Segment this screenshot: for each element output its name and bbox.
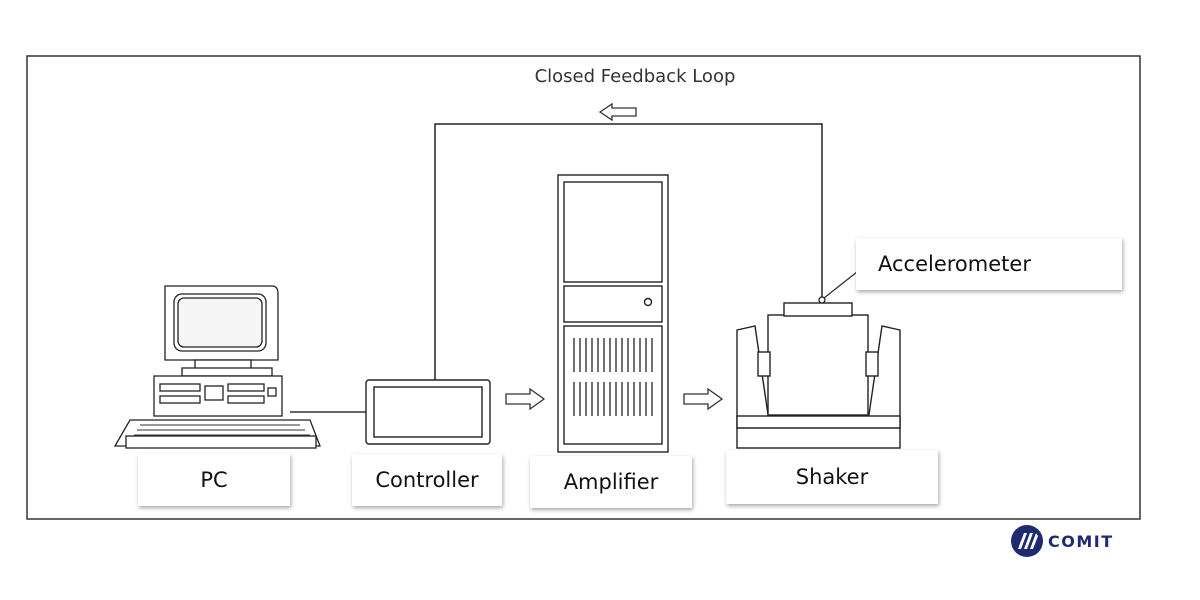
diagram-frame: [26, 55, 1141, 520]
arrow-controller-to-amplifier: [505, 387, 546, 411]
controller-illustration: [365, 379, 491, 445]
arrow-amplifier-to-shaker: [683, 387, 724, 411]
comit-logo-text: COMIT: [1048, 531, 1114, 551]
accelerometer-pointer: [823, 267, 863, 299]
comit-logo: COMIT: [1010, 524, 1114, 558]
pc-label: PC: [138, 454, 290, 506]
keyboard-keys: [134, 424, 310, 436]
accelerometer-label: Accelerometer: [856, 238, 1122, 290]
comit-logo-icon: [1011, 525, 1043, 557]
feedback-arrow: [598, 102, 637, 122]
pc-illustration: [113, 285, 321, 449]
accelerometer-sensor: [818, 296, 826, 304]
shaker-illustration: [736, 302, 901, 449]
feedback-loop-title: Closed Feedback Loop: [534, 66, 736, 87]
controller-label: Controller: [352, 454, 502, 506]
amplifier-label: Amplifier: [530, 456, 692, 508]
shaker-label: Shaker: [726, 450, 938, 504]
amplifier-vents: [573, 338, 653, 416]
feedback-loop-line: [434, 123, 823, 380]
